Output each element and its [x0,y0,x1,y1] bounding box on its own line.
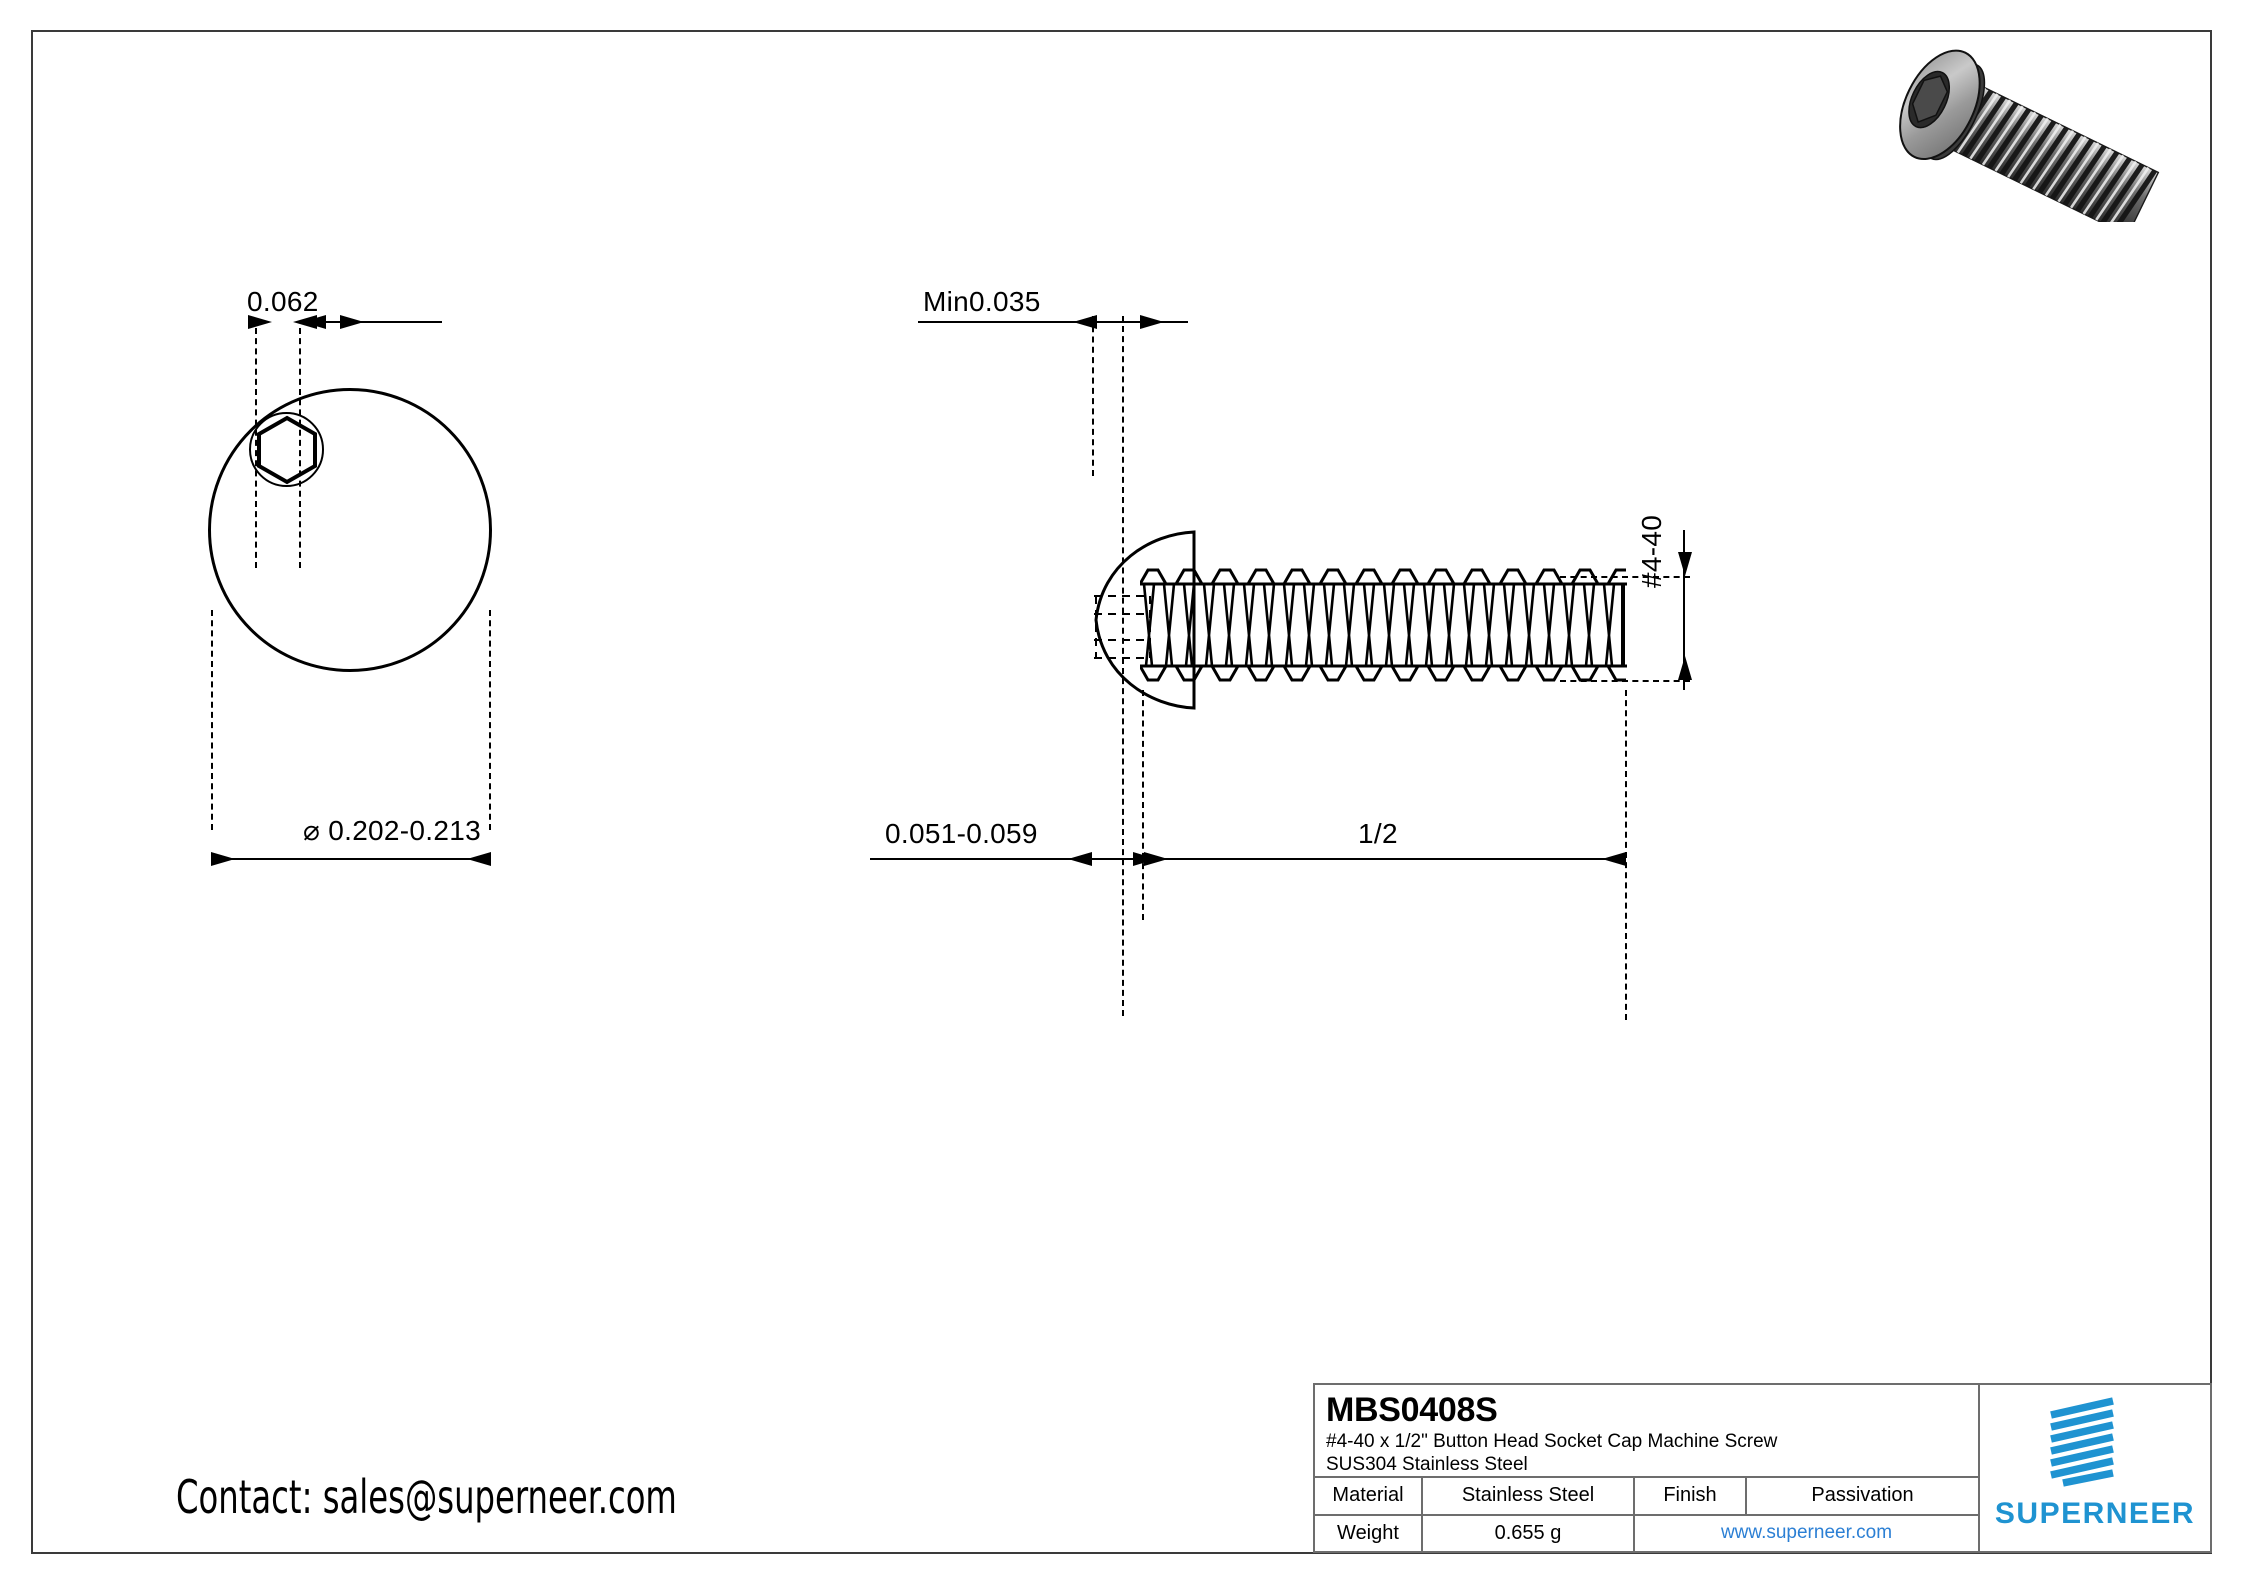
dim-thread-size: #4-40 [1636,514,1667,588]
isometric-screw-render [1846,22,2226,237]
material-value: Stainless Steel [1423,1478,1635,1514]
finish-value: Passivation [1811,1484,1914,1507]
head-outer-circle [208,388,492,672]
weight-label: Weight [1315,1515,1423,1551]
title-block: MBS0408S #4-40 x 1/2" Button Head Socket… [1313,1383,2212,1553]
dim-socket-width: 0.062 [247,286,319,317]
weight-value: 0.655 g [1423,1515,1635,1551]
threaded-shank [1140,581,1627,669]
dim-socket-depth: Min0.035 [923,286,1041,317]
material-label: Material [1315,1478,1423,1514]
hex-socket-front [248,411,326,489]
title-block-spec-table: Material Stainless Steel Finish Passivat… [1315,1478,1978,1551]
table-row: Material Stainless Steel Finish Passivat… [1315,1478,1978,1516]
dim-head-diameter: ⌀ 0.202-0.213 [303,815,481,846]
drawing-border [31,30,2212,1554]
part-number: MBS0408S [1326,1391,1498,1429]
superneer-logo-icon [2047,1397,2143,1487]
table-row: Weight 0.655 g www.superneer.com [1315,1515,1978,1551]
finish-label: Finish [1635,1478,1747,1514]
dim-thread-length: 1/2 [1358,818,1398,849]
title-block-header: MBS0408S #4-40 x 1/2" Button Head Socket… [1315,1385,1978,1478]
socket-bore-circle [249,412,324,487]
contact-text: Contact: sales@superneer.com [176,1470,677,1524]
part-description-line1: #4-40 x 1/2" Button Head Socket Cap Mach… [1326,1431,1778,1452]
part-description-line2: SUS304 Stainless Steel [1326,1454,1528,1475]
title-block-left: MBS0408S #4-40 x 1/2" Button Head Socket… [1315,1385,1980,1551]
brand-wordmark: SUPERNEER [1994,1497,2196,1530]
dim-head-height: 0.051-0.059 [885,818,1038,849]
brand-panel: SUPERNEER [1980,1385,2210,1551]
website-link[interactable]: www.superneer.com [1720,1522,1893,1544]
